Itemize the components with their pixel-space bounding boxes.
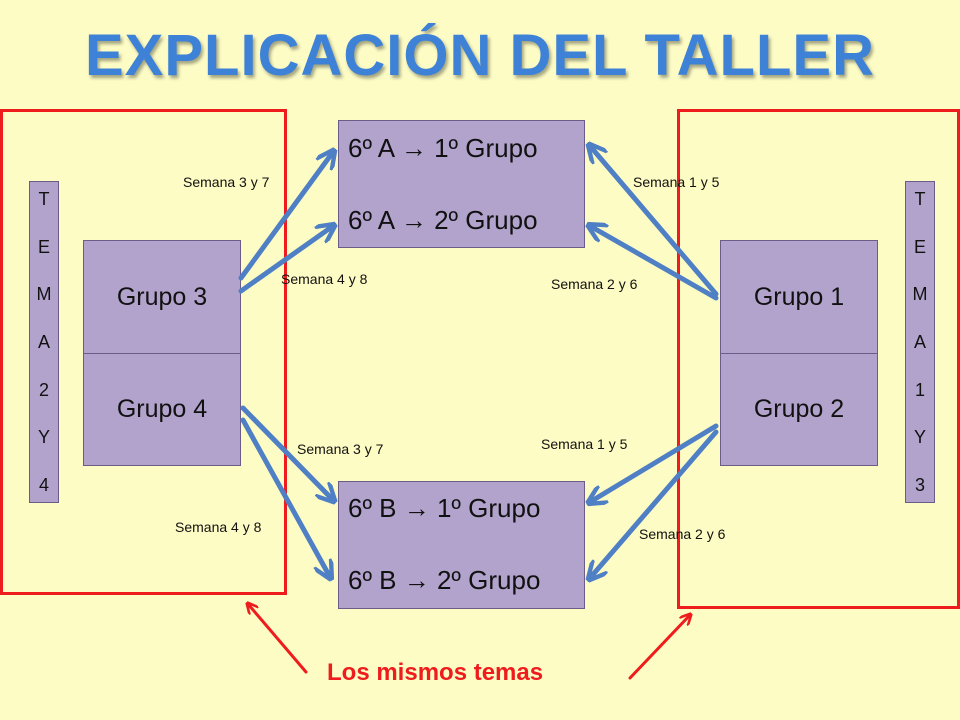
left-topic-vertical: T E M A 2 Y 4 xyxy=(29,181,59,503)
week-label-g3-6a1: Semana 3 y 7 xyxy=(183,174,270,190)
page-title: EXPLICACIÓN DEL TALLER xyxy=(85,23,875,88)
left-topic-char: M xyxy=(36,284,52,305)
class-6b-group-2: 6º B → 2º Grupo xyxy=(348,565,541,595)
week-label-g2-6b2: Semana 2 y 6 xyxy=(639,526,726,542)
right-topic-char: M xyxy=(912,284,928,305)
left-topic-char: 2 xyxy=(38,379,49,400)
right-topic-char: Y xyxy=(913,427,926,448)
arrow-g2-to-6b2 xyxy=(590,429,719,578)
right-topic-char: E xyxy=(913,236,926,257)
group-3-box: Grupo 3 xyxy=(83,240,241,354)
left-topic-char: T xyxy=(38,189,50,209)
week-label-g4-6b2: Semana 4 y 8 xyxy=(175,519,262,535)
class-6a-box: 6º A → 1º Grupo 6º A → 2º Grupo xyxy=(338,120,585,248)
arrow-g1-to-6a1 xyxy=(590,146,719,297)
left-topic-char: 4 xyxy=(38,474,49,495)
same-topics-caption: Los mismos temas xyxy=(327,659,544,686)
arrow-g4-to-6b2 xyxy=(240,417,330,577)
week-label-g1-6a2: Semana 2 y 6 xyxy=(551,276,638,292)
red-arrow-left xyxy=(248,604,308,674)
right-topic-char: T xyxy=(914,189,926,209)
class-6a-group-2: 6º A → 2º Grupo xyxy=(348,205,538,235)
week-label-g2-6b1: Semana 1 y 5 xyxy=(541,436,628,452)
group-2-box: Grupo 2 xyxy=(720,353,878,466)
week-label-g1-6a1: Semana 1 y 5 xyxy=(633,174,720,190)
arrow-g2-to-6b1 xyxy=(590,423,719,502)
group-4-box: Grupo 4 xyxy=(83,353,241,466)
week-label-g4-6b1: Semana 3 y 7 xyxy=(297,441,384,457)
red-arrow-right xyxy=(628,615,690,680)
right-topic-char: A xyxy=(913,331,926,352)
arrow-g4-to-6b1 xyxy=(240,405,333,500)
class-6b-group-1: 6º B → 1º Grupo xyxy=(348,493,541,523)
arrow-g3-to-6a1 xyxy=(238,152,333,281)
group-1-box: Grupo 1 xyxy=(720,240,878,354)
right-topic-vertical: T E M A 1 Y 3 xyxy=(905,181,935,503)
arrow-g1-to-6a2 xyxy=(590,226,719,301)
right-topic-char: 3 xyxy=(914,474,925,495)
left-topic-char: A xyxy=(37,331,50,352)
left-highlight-box xyxy=(0,109,287,595)
class-6b-box: 6º B → 1º Grupo 6º B → 2º Grupo xyxy=(338,481,585,609)
left-topic-char: Y xyxy=(37,427,50,448)
right-topic-char: 1 xyxy=(914,379,925,400)
week-label-g3-6a2: Semana 4 y 8 xyxy=(281,271,368,287)
left-topic-char: E xyxy=(37,236,50,257)
arrow-g3-to-6a2 xyxy=(238,226,333,294)
class-6a-group-1: 6º A → 1º Grupo xyxy=(348,133,538,163)
right-highlight-box xyxy=(677,109,960,609)
